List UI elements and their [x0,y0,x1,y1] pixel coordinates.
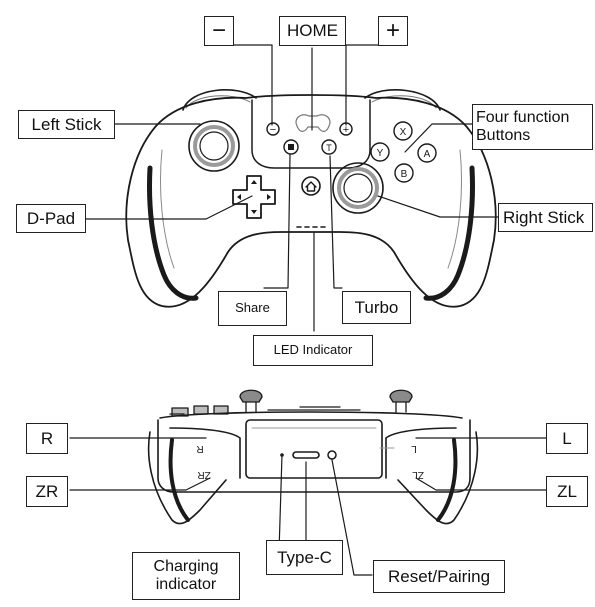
zl-shoulder-mark: ZL [412,469,424,480]
r-trigger-label: R [26,423,68,454]
zl-trigger-label: ZL [546,476,588,507]
leader-lines [69,44,547,576]
charging-indicator-label: Charging indicator [132,552,240,600]
home-button-label: HOME [279,16,346,46]
turbo-button-label: Turbo [342,291,411,324]
left-stick-label: Left Stick [18,110,115,139]
right-stick-label: Right Stick [498,203,593,232]
zr-trigger-label: ZR [26,476,68,507]
l-trigger-label: L [546,423,588,454]
l-shoulder-mark: L [411,443,417,454]
dpad-label: D-Pad [16,204,86,233]
face-button-x: X [400,127,407,138]
minus-button-mark: − [270,124,276,136]
r-shoulder-mark: R [196,443,203,454]
zr-shoulder-mark: ZR [197,469,210,480]
controller-top-view [147,389,479,525]
plus-button-mark: + [343,124,349,136]
type-c-port-label: Type-C [266,540,343,575]
turbo-button-mark: T [326,143,332,153]
controller-markings: X Y A B T − + R ZR L ZL [196,124,430,480]
face-button-y: Y [377,148,384,159]
face-button-a: A [424,149,431,160]
reset-pairing-label: Reset/Pairing [373,560,505,593]
share-button-label: Share [218,291,287,326]
plus-button-label: + [378,16,408,46]
four-function-buttons-label: Four function Buttons [472,104,593,150]
led-indicator-label: LED Indicator [253,335,373,366]
face-button-b: B [401,169,408,180]
minus-button-label: − [204,16,234,46]
controller-front-view [125,89,497,308]
